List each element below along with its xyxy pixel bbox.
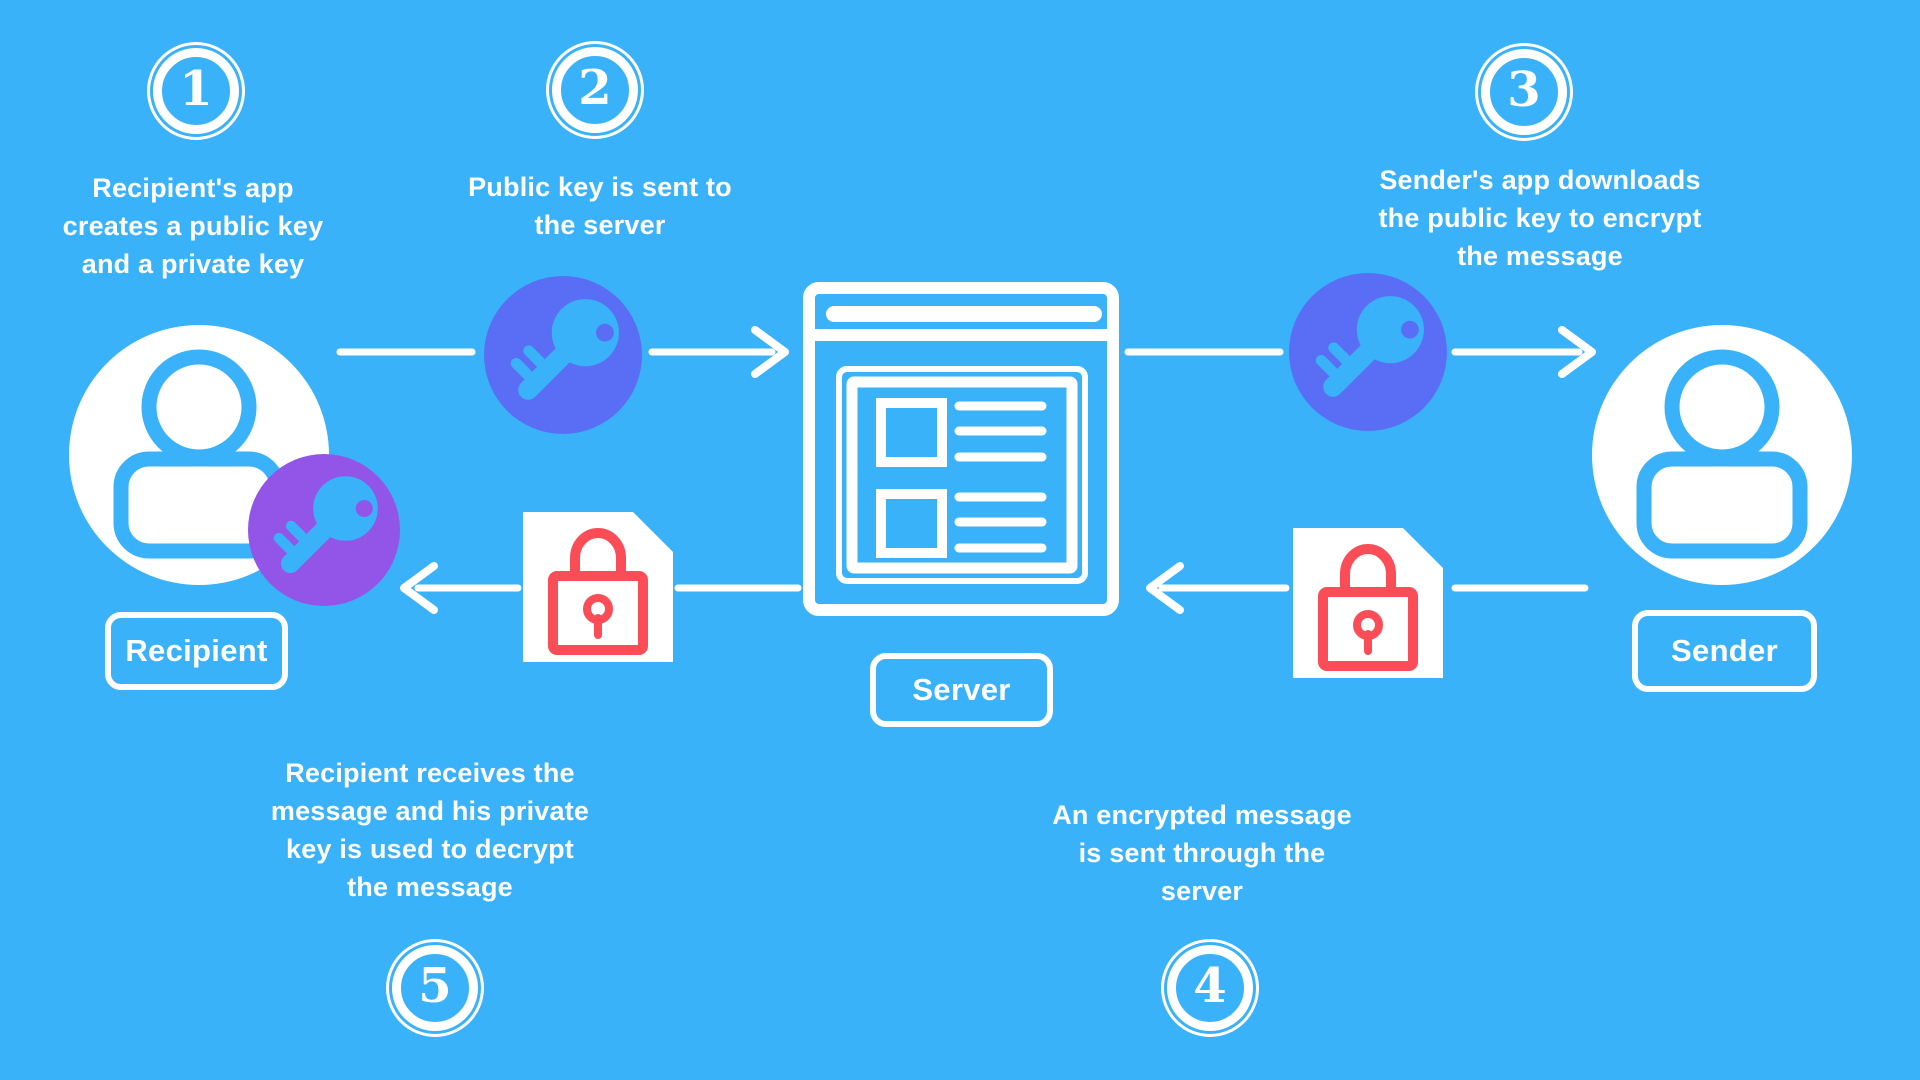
server-label: Server bbox=[870, 653, 1053, 727]
step-4-badge: 4 bbox=[1161, 939, 1259, 1037]
step-2-badge: 2 bbox=[546, 41, 644, 139]
arrow-publickey-to-server bbox=[648, 326, 789, 378]
step-3-badge: 3 bbox=[1475, 43, 1573, 141]
arrow-message-to-privatekey bbox=[400, 562, 522, 614]
private-key-icon bbox=[248, 454, 400, 606]
arrow-publickey-to-sender bbox=[1451, 326, 1596, 378]
public-key-icon-left bbox=[484, 276, 642, 434]
sender-label: Sender bbox=[1632, 610, 1817, 692]
step-2-number: 2 bbox=[578, 60, 612, 116]
encrypted-message-icon-left bbox=[523, 512, 673, 662]
step-5-badge: 5 bbox=[386, 939, 484, 1037]
step-1-description: Recipient's app creates a public key and… bbox=[62, 173, 324, 279]
step-1-badge: 1 bbox=[147, 42, 245, 140]
arrow-message-to-server bbox=[1146, 562, 1290, 614]
step-4-description: An encrypted message is sent through the… bbox=[1052, 800, 1352, 906]
step-5-description: Recipient receives the message and his p… bbox=[270, 758, 590, 902]
step-5-number: 5 bbox=[418, 958, 452, 1014]
step-2-description: Public key is sent to the server bbox=[468, 172, 732, 240]
step-4-number: 4 bbox=[1193, 958, 1227, 1014]
sender-avatar-icon bbox=[1592, 325, 1852, 585]
encrypted-message-icon-right bbox=[1293, 528, 1443, 678]
public-key-icon-right bbox=[1289, 273, 1447, 431]
server-icon bbox=[802, 281, 1120, 617]
recipient-label: Recipient bbox=[105, 612, 288, 690]
step-1-number: 1 bbox=[179, 61, 213, 117]
step-3-description: Sender's app downloads the public key to… bbox=[1378, 165, 1702, 271]
step-3-number: 3 bbox=[1507, 62, 1541, 118]
